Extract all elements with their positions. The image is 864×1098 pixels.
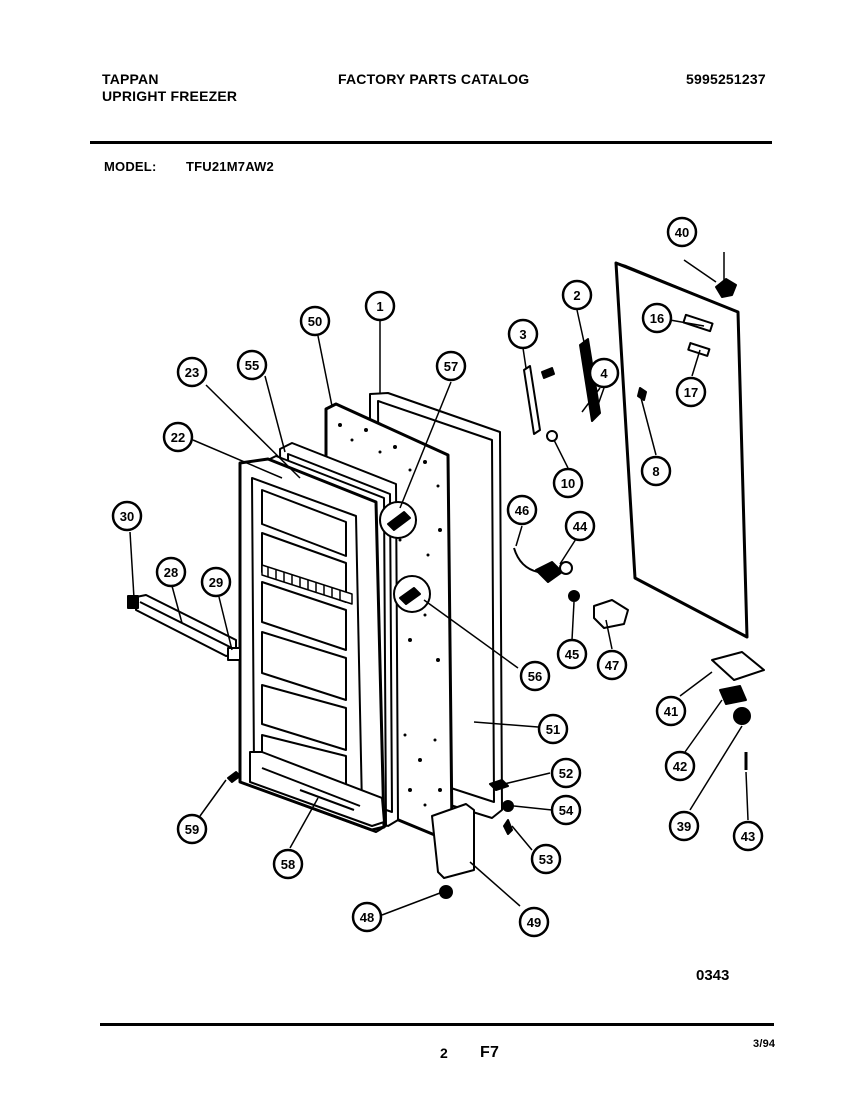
callout-label: 4 bbox=[600, 366, 608, 381]
callout-label: 42 bbox=[673, 759, 687, 774]
callout-51: 51 bbox=[537, 713, 569, 745]
callout-47: 47 bbox=[596, 649, 628, 681]
callout-28: 28 bbox=[155, 556, 187, 588]
callout-55: 55 bbox=[236, 349, 268, 381]
shelf-bar bbox=[127, 594, 241, 661]
model-number: TFU21M7AW2 bbox=[186, 159, 274, 174]
callout-label: 10 bbox=[561, 476, 575, 491]
callout-50: 50 bbox=[299, 305, 331, 337]
callout-label: 57 bbox=[444, 359, 458, 374]
callout-label: 8 bbox=[652, 464, 659, 479]
callout-label: 49 bbox=[527, 915, 541, 930]
callout-45: 45 bbox=[556, 638, 588, 670]
callout-label: 48 bbox=[360, 910, 374, 925]
callout-29: 29 bbox=[200, 566, 232, 598]
catalog-title: FACTORY PARTS CATALOG bbox=[338, 71, 530, 87]
callout-58: 58 bbox=[272, 848, 304, 880]
brand-name: TAPPAN bbox=[102, 71, 159, 87]
callout-17: 17 bbox=[675, 376, 707, 408]
callout-16: 16 bbox=[641, 302, 673, 334]
callout-label: 29 bbox=[209, 575, 223, 590]
revision-date: 3/94 bbox=[753, 1038, 776, 1050]
callout-label: 3 bbox=[519, 327, 526, 342]
callout-49: 49 bbox=[518, 906, 550, 938]
callout-1: 1 bbox=[364, 290, 396, 322]
callout-52: 52 bbox=[550, 757, 582, 789]
callout-label: 58 bbox=[281, 857, 295, 872]
callout-54: 54 bbox=[550, 794, 582, 826]
catalog-number: 5995251237 bbox=[686, 71, 766, 87]
header-rule bbox=[90, 141, 772, 144]
callout-44: 44 bbox=[564, 510, 596, 542]
callout-label: 40 bbox=[675, 225, 689, 240]
callout-label: 45 bbox=[565, 647, 579, 662]
callouts: 1234810161722232829303940414243444546474… bbox=[111, 216, 764, 938]
callout-label: 22 bbox=[171, 430, 185, 445]
detail-circles bbox=[379, 501, 431, 613]
outer-door-panel bbox=[614, 252, 749, 639]
callout-label: 51 bbox=[546, 722, 560, 737]
callout-43: 43 bbox=[732, 820, 764, 852]
product-type: UPRIGHT FREEZER bbox=[102, 88, 238, 104]
callout-label: 30 bbox=[120, 509, 134, 524]
callout-10: 10 bbox=[552, 467, 584, 499]
callout-label: 53 bbox=[539, 852, 553, 867]
callout-53: 53 bbox=[530, 843, 562, 875]
callout-label: 2 bbox=[573, 288, 580, 303]
door-bottom-trim bbox=[249, 751, 385, 827]
hinge-parts bbox=[227, 338, 765, 899]
callout-label: 41 bbox=[664, 704, 678, 719]
callout-2: 2 bbox=[561, 279, 593, 311]
callout-30: 30 bbox=[111, 500, 143, 532]
callout-22: 22 bbox=[162, 421, 194, 453]
callout-label: 16 bbox=[650, 311, 664, 326]
callout-label: 59 bbox=[185, 822, 199, 837]
callout-label: 43 bbox=[741, 829, 755, 844]
callout-56: 56 bbox=[519, 660, 551, 692]
callout-46: 46 bbox=[506, 494, 538, 526]
shelf-rail bbox=[261, 564, 353, 605]
footer-rule bbox=[100, 1023, 774, 1026]
callout-40: 40 bbox=[666, 216, 698, 248]
callout-label: 52 bbox=[559, 766, 573, 781]
callout-label: 1 bbox=[376, 299, 383, 314]
callout-label: 28 bbox=[164, 565, 178, 580]
callout-4: 4 bbox=[588, 357, 620, 389]
callout-label: 17 bbox=[684, 385, 698, 400]
callout-42: 42 bbox=[664, 750, 696, 782]
callout-23: 23 bbox=[176, 356, 208, 388]
callout-label: 23 bbox=[185, 365, 199, 380]
callout-41: 41 bbox=[655, 695, 687, 727]
callout-label: 54 bbox=[559, 803, 574, 818]
callout-3: 3 bbox=[507, 318, 539, 350]
drawing-code: 0343 bbox=[696, 967, 729, 984]
callout-label: 56 bbox=[528, 669, 542, 684]
callout-8: 8 bbox=[640, 455, 672, 487]
callout-59: 59 bbox=[176, 813, 208, 845]
callout-label: 46 bbox=[515, 503, 529, 518]
callout-57: 57 bbox=[435, 350, 467, 382]
callout-label: 39 bbox=[677, 819, 691, 834]
callout-48: 48 bbox=[351, 901, 383, 933]
callout-label: 55 bbox=[245, 358, 259, 373]
callout-label: 50 bbox=[308, 314, 322, 329]
page-number: 2 bbox=[440, 1045, 448, 1061]
callout-39: 39 bbox=[668, 810, 700, 842]
callout-label: 44 bbox=[573, 519, 588, 534]
section-code: F7 bbox=[480, 1044, 500, 1061]
model-label: MODEL: bbox=[104, 159, 157, 174]
callout-label: 47 bbox=[605, 658, 619, 673]
